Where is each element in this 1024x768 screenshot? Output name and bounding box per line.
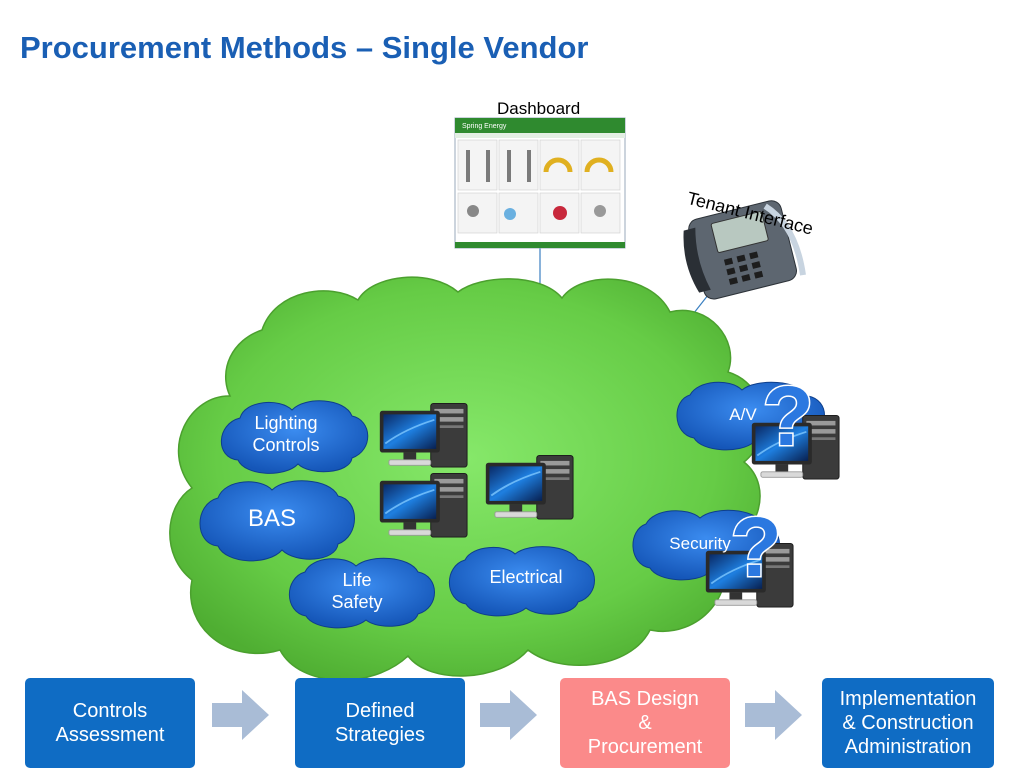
bas-label: BAS [247,505,297,532]
step-label: BAS Design & Procurement [587,688,703,758]
electrical-cloud [449,546,595,617]
av-question-mark: ? [762,369,813,463]
lighting-controls-label: Lighting Controls [252,413,320,455]
step-label: Defined Strategies [334,700,426,746]
process-arrow-icon [480,690,537,740]
step-label: Implementation & Construction Administra… [839,688,977,758]
step-bas-design-procurement: BAS Design & Procurement [560,678,730,768]
electrical-label: Electrical [489,567,563,587]
step-label: Controls Assessment [55,700,165,746]
process-arrow-icon [745,690,802,740]
life-safety-label: Life Safety [331,570,383,612]
bas-cloud [199,480,355,562]
step-defined-strategies: Defined Strategies [295,678,465,768]
lighting-controls-cloud [220,400,369,474]
dashboard-label: Dashboard [497,99,581,118]
av-label: A/V [729,405,757,424]
step-controls-assessment: Controls Assessment [25,678,195,768]
life-safety-cloud [289,557,435,629]
slide-title: Procurement Methods – Single Vendor [20,30,589,65]
security-question-mark: ? [730,500,781,594]
process-arrow-icon [212,690,269,740]
security-label: Security [669,534,731,553]
ip-phone-image [683,200,806,300]
dashboard-screenshot: Spring Energy [454,117,626,249]
dashboard-header-text: Spring Energy [462,123,507,130]
step-implementation-construction-administration: Implementation & Construction Administra… [822,678,994,768]
